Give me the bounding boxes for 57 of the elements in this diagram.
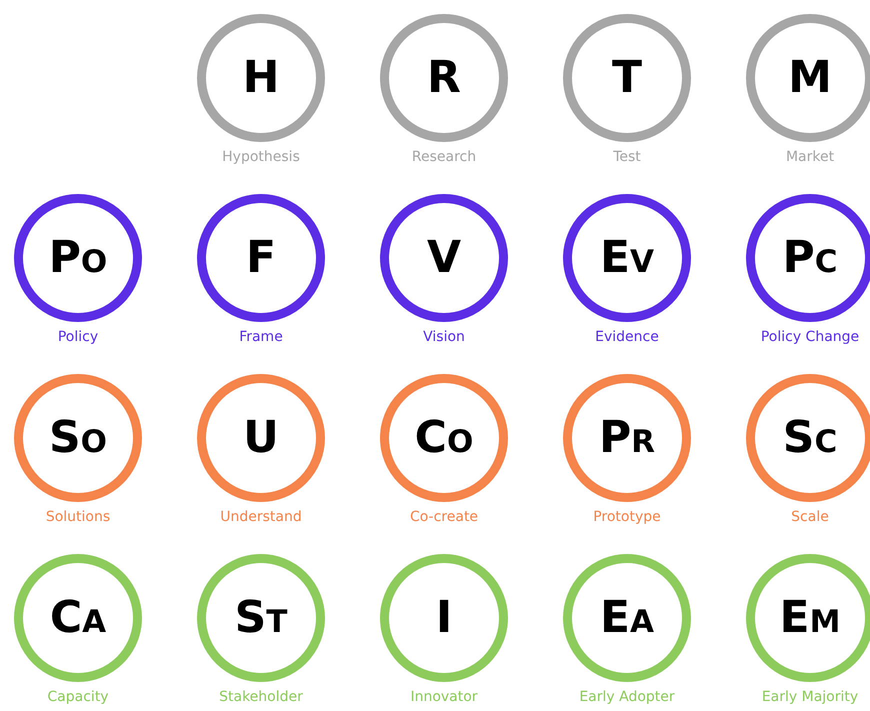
circle-badge: [14, 194, 142, 322]
node-label: Solutions: [46, 509, 110, 525]
abbreviation: M: [788, 56, 832, 100]
circle-badge: [746, 194, 870, 322]
circle-badge: [14, 374, 142, 502]
abbreviation: Ev: [600, 236, 654, 280]
abbreviation: U: [243, 416, 279, 460]
circle-badge: [563, 374, 691, 502]
abbreviation: Po: [48, 236, 108, 280]
circle-badge: [197, 194, 325, 322]
circle-badge: [197, 374, 325, 502]
abbreviation: T: [612, 56, 642, 100]
circle-badge: [380, 554, 508, 682]
node-label: Prototype: [593, 509, 661, 525]
abbreviation: Em: [780, 596, 840, 640]
node-label: Evidence: [595, 329, 659, 345]
circle-badge: [380, 14, 508, 142]
node-label: Policy Change: [760, 329, 860, 345]
circle-badge: [563, 554, 691, 682]
node-label: Policy: [58, 329, 98, 345]
node-label: Market: [786, 149, 834, 165]
abbreviation: V: [426, 236, 462, 280]
abbreviation: Co: [414, 416, 474, 460]
abbreviation: Ca: [50, 596, 106, 640]
node-label: Co-create: [410, 509, 478, 525]
abbreviation: So: [48, 416, 108, 460]
node-label: Innovator: [410, 689, 478, 705]
node-label: Understand: [220, 509, 302, 525]
abbreviation: H: [242, 56, 280, 100]
circle-badge: [197, 14, 325, 142]
abbreviation: I: [436, 596, 452, 640]
circle-badge: [746, 14, 870, 142]
abbreviation: Pr: [598, 416, 656, 460]
node-label: Test: [613, 149, 641, 165]
node-label: Capacity: [47, 689, 109, 705]
circle-badge: [563, 14, 691, 142]
node-label: Research: [412, 149, 476, 165]
node-label: Early Adopter: [579, 689, 675, 705]
abbreviation: St: [234, 596, 288, 640]
node-label: Early Majority: [762, 689, 858, 705]
circle-badge: [14, 554, 142, 682]
node-label: Hypothesis: [222, 149, 300, 165]
abbreviation: R: [427, 56, 461, 100]
circle-badge: [380, 374, 508, 502]
circle-badge: [563, 194, 691, 322]
node-label: Stakeholder: [219, 689, 303, 705]
abbreviation: F: [246, 236, 276, 280]
node-label: Frame: [239, 329, 283, 345]
circle-badge: [380, 194, 508, 322]
circle-badge: [746, 374, 870, 502]
abbreviation: Sc: [782, 416, 838, 460]
abbreviation: Ea: [600, 596, 654, 640]
abbreviation: Pc: [782, 236, 838, 280]
circle-badge: [746, 554, 870, 682]
node-label: Scale: [791, 509, 829, 525]
circle-badge: [197, 554, 325, 682]
node-label: Vision: [423, 329, 465, 345]
